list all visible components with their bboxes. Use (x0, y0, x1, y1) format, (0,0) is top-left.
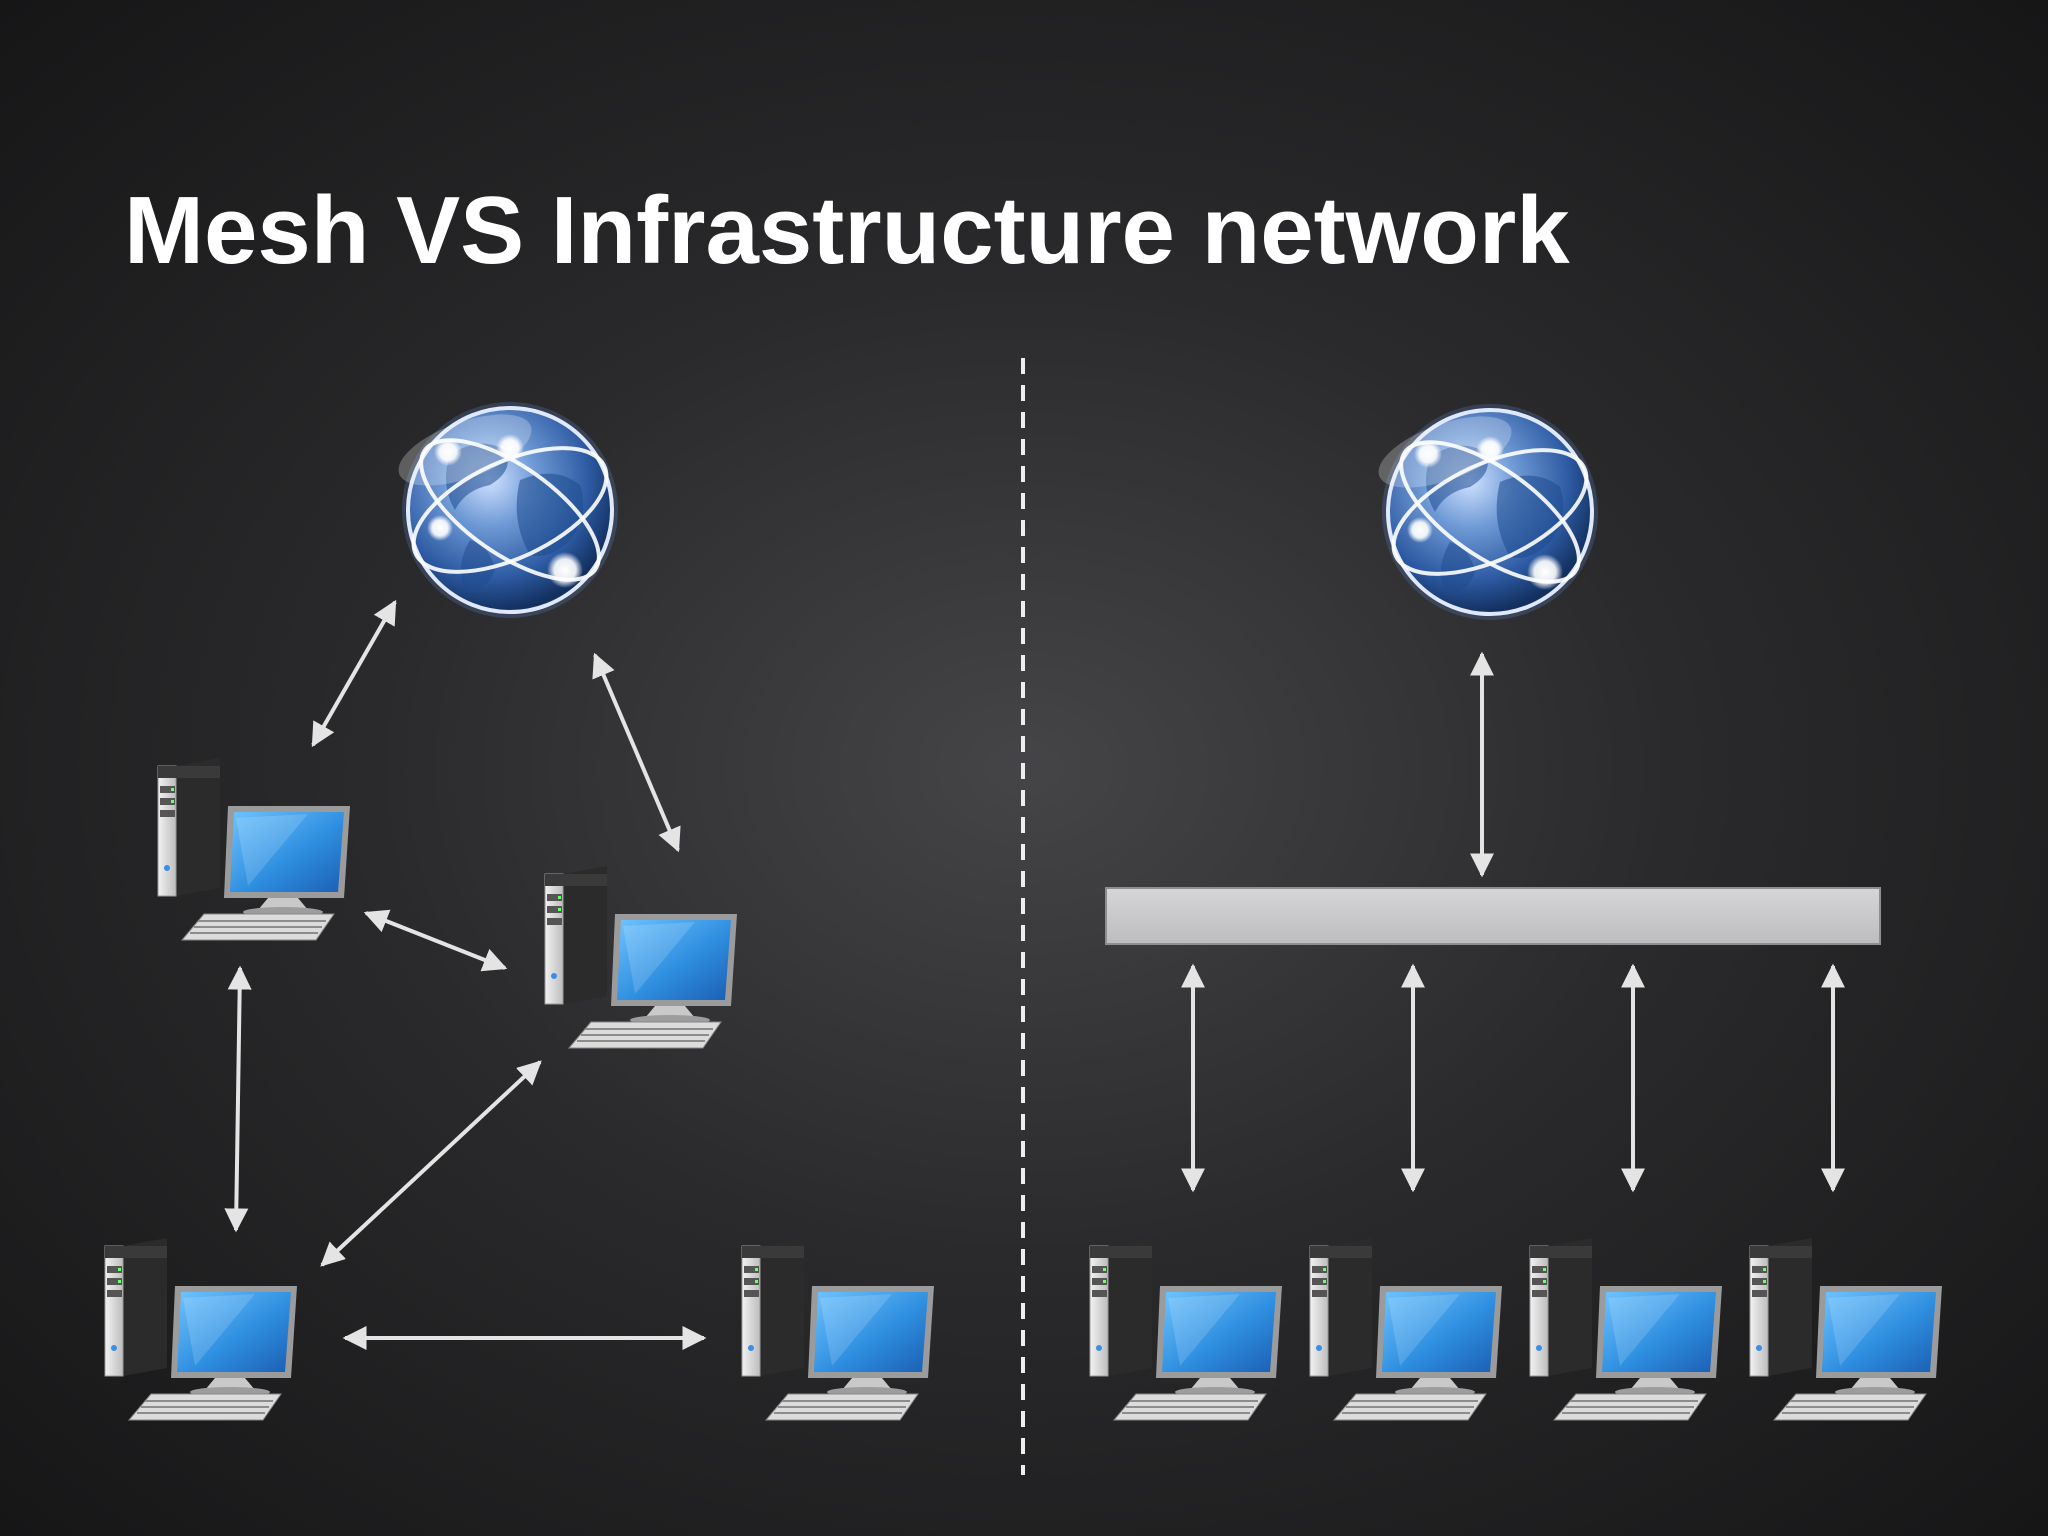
access-point-bar (1105, 887, 1881, 945)
computer-icon (1089, 1237, 1283, 1421)
infrastructure-network-panel (1089, 399, 1943, 1421)
mesh-network-panel (104, 397, 935, 1421)
computer-icon (741, 1237, 935, 1421)
mesh-link-arrow (592, 652, 681, 853)
globe-icon (1367, 399, 1607, 622)
globe-icon (387, 397, 627, 620)
mesh-link-arrow (320, 1060, 542, 1267)
computer-icon (1529, 1237, 1723, 1421)
mesh-link-arrow (224, 965, 252, 1233)
computer-icon (1749, 1237, 1943, 1421)
computer-icon (544, 865, 738, 1049)
computer-icon (104, 1237, 298, 1421)
mesh-link-arrow (363, 909, 508, 972)
slide-title: Mesh VS Infrastructure network (124, 177, 1570, 284)
computer-icon (157, 757, 351, 941)
mesh-link-arrow (311, 599, 397, 748)
computer-icon (1309, 1237, 1503, 1421)
